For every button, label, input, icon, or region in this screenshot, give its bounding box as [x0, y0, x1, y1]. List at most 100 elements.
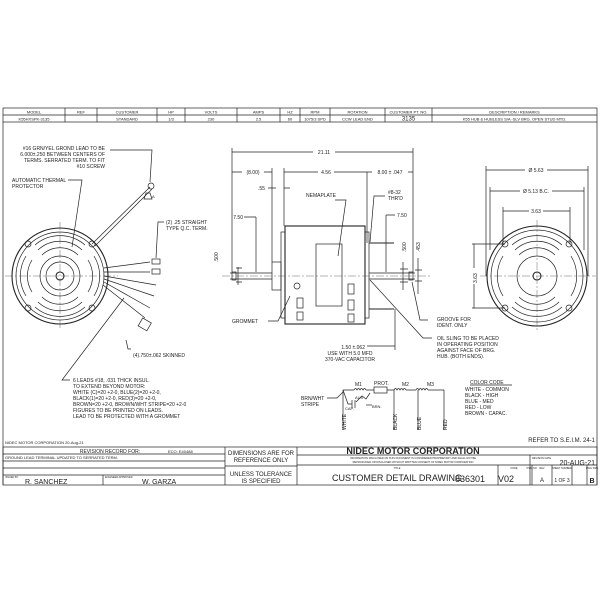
svg-text:AUTOMATIC THERMAL: AUTOMATIC THERMAL	[12, 178, 66, 184]
svg-text:7.50: 7.50	[397, 213, 407, 219]
svg-text:REFERENCE ONLY: REFERENCE ONLY	[234, 458, 289, 464]
svg-text:RED - LOW: RED - LOW	[465, 405, 492, 411]
svg-text:BLACK(1)=20 +2-0, RED(3)=20 +2: BLACK(1)=20 +2-0, RED(3)=20 +2-0,	[73, 396, 156, 402]
company-date-stamp: NIDEC MOTOR CORPORATION 20-Aug-21	[5, 440, 85, 445]
thread-note: #8-32	[388, 190, 401, 196]
svg-text:HUB. (BOTH ENDS).: HUB. (BOTH ENDS).	[437, 354, 484, 360]
title-block	[2, 446, 598, 486]
svg-text:M3: M3	[427, 382, 434, 388]
lead-end-view	[5, 149, 164, 381]
company-name: NIDEC MOTOR CORPORATION	[346, 446, 479, 456]
spec-table	[2, 107, 598, 123]
svg-text:7.50: 7.50	[233, 215, 243, 221]
svg-text:COLOR CODE: COLOR CODE	[470, 380, 504, 386]
opposite-end-view	[472, 166, 596, 332]
spec-value: 3135	[402, 117, 416, 123]
svg-text:.500: .500	[402, 242, 408, 252]
svg-text:21.11: 21.11	[318, 150, 330, 156]
spec-header: AMPS	[253, 110, 265, 115]
wiring-diagram	[327, 386, 445, 430]
svg-text:TITLE: TITLE	[394, 467, 401, 470]
drawing-title: CUSTOMER DETAIL DRAWING	[332, 473, 462, 483]
capacitor-note: 1.50 ±.062 USE WITH 5.0 MFD 370-VAC CAPA…	[325, 345, 375, 363]
wiring-labels: M1 PROT. M2 M3 AUX CAP. BRN. BRN/WHT STR…	[301, 381, 449, 430]
svg-text:WHITE: WHITE	[342, 413, 348, 430]
svg-text:ENGINEER APPROVED: ENGINEER APPROVED	[105, 476, 133, 479]
svg-text:Ø 5.63: Ø 5.63	[528, 168, 543, 174]
svg-text:IN OPERATING POSITION: IN OPERATING POSITION	[437, 342, 498, 348]
svg-text:ITEM NO.: ITEM NO.	[526, 467, 537, 470]
svg-text:TO EXTEND BEYOND MOTOR:: TO EXTEND BEYOND MOTOR:	[73, 384, 145, 390]
svg-text:AGAINST FACE OF BRG.: AGAINST FACE OF BRG.	[437, 348, 495, 354]
groove-note: GROOVE FOR	[437, 317, 471, 323]
svg-text:4.56: 4.56	[321, 170, 331, 176]
dimensions-note: DIMENSIONS ARE FOR	[228, 451, 295, 457]
svg-text:STRIPE: STRIPE	[301, 402, 320, 408]
svg-text:REPRODUCED OR DISCLOSED WITHOU: REPRODUCED OR DISCLOSED WITHOUT WRITTEN …	[353, 460, 474, 464]
svg-text:BROWN=20 +2-0, BROWN/WHT STRIP: BROWN=20 +2-0, BROWN/WHT STRIPE=20 +2-0	[73, 402, 186, 408]
skinned-note: (4).750±.062 SKINNED	[133, 353, 185, 359]
revision-marker: A	[152, 194, 155, 199]
eco-number: ECO: E40488	[168, 449, 193, 454]
spec-header: HZ	[287, 110, 293, 115]
color-code-text: COLOR CODE WHITE - COMMON BLACK - HIGH B…	[465, 380, 509, 417]
svg-text:3.63: 3.63	[473, 273, 479, 283]
svg-text:8.00 ± .047: 8.00 ± .047	[378, 170, 403, 176]
svg-text:OIL SLING TO BE PLACED: OIL SLING TO BE PLACED	[437, 336, 499, 342]
thermal-protector-note: AUTOMATIC THERMAL PROTECTOR	[12, 178, 66, 190]
svg-text:(8.00): (8.00)	[246, 170, 259, 176]
spec-value: STANDARD	[116, 117, 138, 122]
svg-text:ISSUED BY: ISSUED BY	[5, 476, 19, 479]
svg-text:THR'D: THR'D	[388, 196, 403, 202]
svg-text:Ø 5.13 B.C.: Ø 5.13 B.C.	[523, 189, 549, 195]
spec-header: RPM	[311, 110, 320, 115]
svg-text:DWG SIZE: DWG SIZE	[586, 467, 599, 470]
spec-header: HP	[168, 110, 174, 115]
svg-text:.55: .55	[258, 186, 265, 192]
svg-text:IDENT. ONLY: IDENT. ONLY	[437, 323, 468, 329]
issued-by: R. SANCHEZ	[25, 479, 68, 486]
spec-value: 1075/3 SPD	[304, 117, 326, 122]
svg-text:.500: .500	[214, 252, 220, 262]
svg-text:SHEET NUMBER: SHEET NUMBER	[552, 467, 572, 470]
svg-text:6 LEADS #18, .031 THICK INSUL.: 6 LEADS #18, .031 THICK INSUL.	[73, 378, 150, 384]
revision-date: 20-AUG-21	[560, 460, 596, 467]
proprietary-notice: INFORMATION DISCLOSED ON THIS DOCUMENT I…	[350, 456, 476, 460]
spec-value: 2.5	[256, 117, 262, 122]
svg-text:LEAD TO BE PROTECTED WITH A GR: LEAD TO BE PROTECTED WITH A GROMMET	[73, 414, 180, 420]
svg-text:RED: RED	[443, 419, 449, 430]
spec-header: CUSTOMER	[116, 110, 139, 115]
svg-text:BLUE: BLUE	[417, 416, 423, 430]
leads-note: 6 LEADS #18, .031 THICK INSUL. TO EXTEND…	[73, 378, 186, 420]
svg-text:PROT.: PROT.	[374, 381, 389, 387]
svg-text:AUX: AUX	[355, 395, 364, 400]
svg-text:BLACK: BLACK	[393, 413, 399, 430]
svg-text:CODE: CODE	[510, 467, 518, 470]
spec-header: ROTATION	[347, 110, 367, 115]
svg-text:TERMS. SERRATED TERM. TO FIT: TERMS. SERRATED TERM. TO FIT	[24, 158, 105, 164]
svg-text:PROTECTOR: PROTECTOR	[12, 184, 44, 190]
spec-value: 230	[208, 117, 215, 122]
svg-text:6.000±.250 BETWEEN CENTERS OF: 6.000±.250 BETWEEN CENTERS OF	[20, 152, 105, 158]
svg-text:M1: M1	[355, 382, 362, 388]
drawing-code: V02	[498, 474, 514, 484]
spec-header: REF	[77, 110, 86, 115]
revision-letter: A	[540, 478, 544, 484]
svg-text:BRN/WHT: BRN/WHT	[301, 396, 324, 402]
svg-text:3.63: 3.63	[531, 209, 541, 215]
spec-value: 1/3	[168, 117, 174, 122]
spec-header: DESCRIPTION / REMARKS	[489, 110, 540, 115]
svg-text:M2: M2	[402, 382, 409, 388]
svg-text:CAP.: CAP.	[345, 406, 354, 411]
oil-sling-note: OIL SLING TO BE PLACED IN OPERATING POSI…	[437, 336, 499, 360]
svg-text:370-VAC CAPACITOR: 370-VAC CAPACITOR	[325, 357, 375, 363]
svg-text:TYPE Q.C. TERM.: TYPE Q.C. TERM.	[166, 226, 208, 232]
svg-text:.453: .453	[416, 242, 422, 252]
svg-text:(2) .25 STRAIGHT: (2) .25 STRAIGHT	[166, 220, 207, 226]
qc-term-note: (2) .25 STRAIGHT TYPE Q.C. TERM.	[166, 220, 208, 232]
svg-text:BLUE - MED: BLUE - MED	[465, 399, 494, 405]
svg-text:BRN.: BRN.	[372, 404, 382, 409]
spec-value: CCW LEAD END	[342, 117, 373, 122]
item-number: 836301	[455, 474, 485, 484]
